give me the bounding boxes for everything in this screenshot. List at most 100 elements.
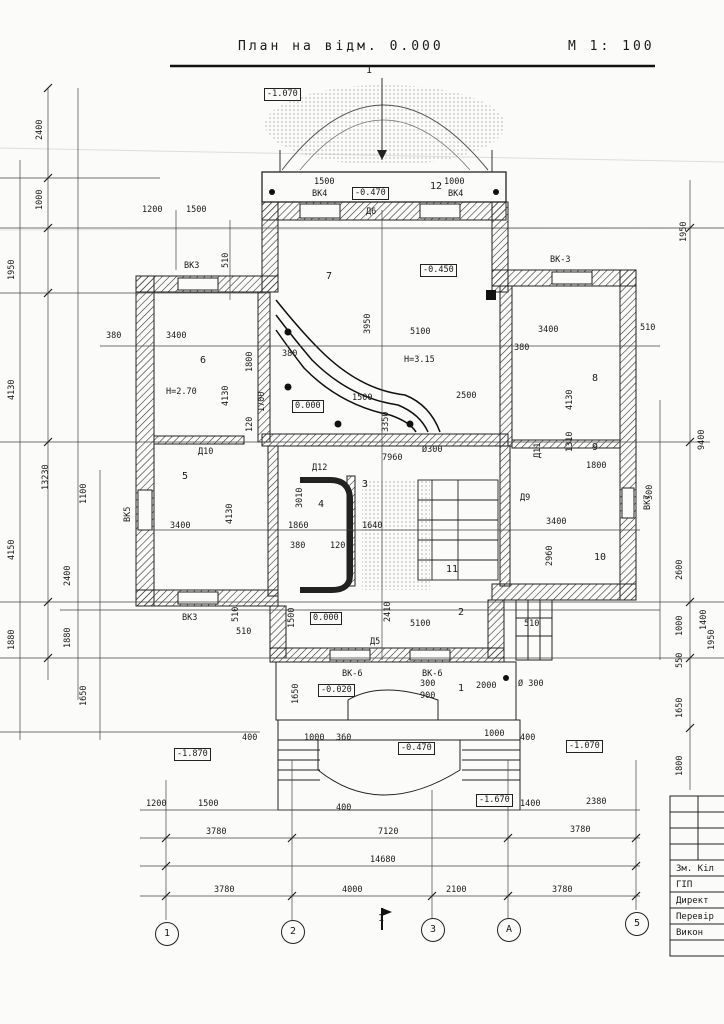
- erased-smudge-2: [362, 480, 430, 590]
- level-mark: 0.000: [292, 400, 324, 413]
- dim-label: 380: [290, 541, 306, 551]
- dim-label: 1000: [675, 615, 685, 636]
- dim-label: 2410: [383, 601, 393, 622]
- dim-label: 2600: [675, 559, 685, 580]
- dim-label: 1310: [565, 431, 575, 452]
- dim-label: 550: [675, 652, 685, 668]
- door-mark: Д6: [366, 207, 377, 217]
- dim-label: 1000: [35, 189, 45, 210]
- title-block-cell: Зм. Кіл: [676, 864, 714, 874]
- room-number: 6: [200, 355, 207, 366]
- dim-label: 2380: [586, 797, 607, 807]
- dim-label: 1200: [146, 799, 167, 809]
- dim-label: 1650: [291, 683, 301, 704]
- axis-bubble: 1: [155, 922, 179, 946]
- dim-label: 1500: [198, 799, 219, 809]
- axis-bubble: 5: [625, 912, 649, 936]
- dim-label: 400: [242, 733, 258, 743]
- dim-label: 1880: [7, 629, 17, 650]
- room-height: Н=3.15: [404, 355, 435, 365]
- dim-label: 400: [520, 733, 536, 743]
- dim-label: 9400: [697, 429, 707, 450]
- dim-label: 1500: [186, 205, 207, 215]
- dim-label: 120: [245, 416, 255, 432]
- dim-label: 7120: [378, 827, 399, 837]
- room-number: 3: [362, 479, 369, 490]
- room-number: 2: [458, 607, 465, 618]
- dim-label: 3780: [552, 885, 573, 895]
- dim-label: 14680: [370, 855, 396, 865]
- level-mark: -1.670: [476, 794, 513, 807]
- dim-label: 4150: [7, 539, 17, 560]
- door-mark: Д9: [520, 493, 531, 503]
- dim-label: 1950: [707, 629, 717, 650]
- door-mark: Д11: [533, 442, 543, 458]
- level-mark: -1.870: [174, 748, 211, 761]
- sheet-scale: М 1: 100: [568, 39, 655, 54]
- dim-label: 1000: [484, 729, 505, 739]
- dim-label: 510: [236, 627, 252, 637]
- dim-label: 1700: [257, 391, 267, 412]
- dim-label: 1880: [63, 627, 73, 648]
- window-mark: ВК-6: [342, 669, 363, 679]
- level-mark: 0.000: [310, 612, 342, 625]
- room-number: 12: [430, 181, 443, 192]
- dim-label: 3400: [166, 331, 187, 341]
- erased-smudge: [265, 85, 505, 165]
- dim-label: 4130: [7, 379, 17, 400]
- window-mark: ВК3: [182, 613, 198, 623]
- dim-label: 900: [420, 691, 436, 701]
- room-number: 5: [182, 471, 189, 482]
- dim-label: 2400: [63, 565, 73, 586]
- dim-label: 1500: [287, 607, 297, 628]
- dim-label: 1650: [675, 697, 685, 718]
- dim-label: 510: [231, 606, 241, 622]
- dim-label: 5100: [410, 327, 431, 337]
- dim-label: 3780: [206, 827, 227, 837]
- level-mark: -0.450: [420, 264, 457, 277]
- dim-label: 4000: [342, 885, 363, 895]
- dim-label: Ø 300: [518, 679, 544, 689]
- dim-label: 3780: [214, 885, 235, 895]
- window-mark: ВК3: [184, 261, 200, 271]
- dim-label: 1800: [586, 461, 607, 471]
- dim-label: 3780: [570, 825, 591, 835]
- dim-label: 1100: [79, 483, 89, 504]
- dim-label: 3400: [170, 521, 191, 531]
- dim-label: 300: [420, 679, 436, 689]
- dim-label: 3400: [546, 517, 567, 527]
- window-mark: ВК-3: [550, 255, 571, 265]
- level-mark: -0.020: [318, 684, 355, 697]
- dim-label: 120: [330, 541, 346, 551]
- dim-label: 360: [336, 733, 352, 743]
- window-mark: ВК4: [448, 189, 464, 199]
- dim-label: 1500: [352, 393, 373, 403]
- dim-label: 510: [524, 619, 540, 629]
- door-mark: Д12: [312, 463, 328, 473]
- door-mark: Д5: [370, 637, 381, 647]
- axis-bubble: 3: [421, 918, 445, 942]
- title-block-cell: Перевір: [676, 912, 714, 922]
- level-mark: -1.070: [566, 740, 603, 753]
- dim-label: 1200: [142, 205, 163, 215]
- dim-label: 4130: [221, 385, 231, 406]
- dim-label: 1000: [304, 733, 325, 743]
- dim-label: 5100: [410, 619, 431, 629]
- dim-label: 380: [514, 343, 530, 353]
- dim-label: 400: [336, 803, 352, 813]
- sheet-title: План на відм. 0.000: [238, 39, 444, 54]
- dim-label: 1640: [362, 521, 383, 531]
- dim-label: 2000: [476, 681, 497, 691]
- level-mark: -0.470: [398, 742, 435, 755]
- dim-label: 2960: [545, 545, 555, 566]
- dim-label: 1400: [699, 609, 709, 630]
- dim-label: 2100: [446, 885, 467, 895]
- room-number: 8: [592, 373, 599, 384]
- level-mark: -1.070: [264, 88, 301, 101]
- window-mark: ВК5: [123, 506, 133, 522]
- room-number: 7: [326, 271, 333, 282]
- dim-label: 510: [640, 323, 656, 333]
- dim-label: 1860: [288, 521, 309, 531]
- dim-label: 380: [106, 331, 122, 341]
